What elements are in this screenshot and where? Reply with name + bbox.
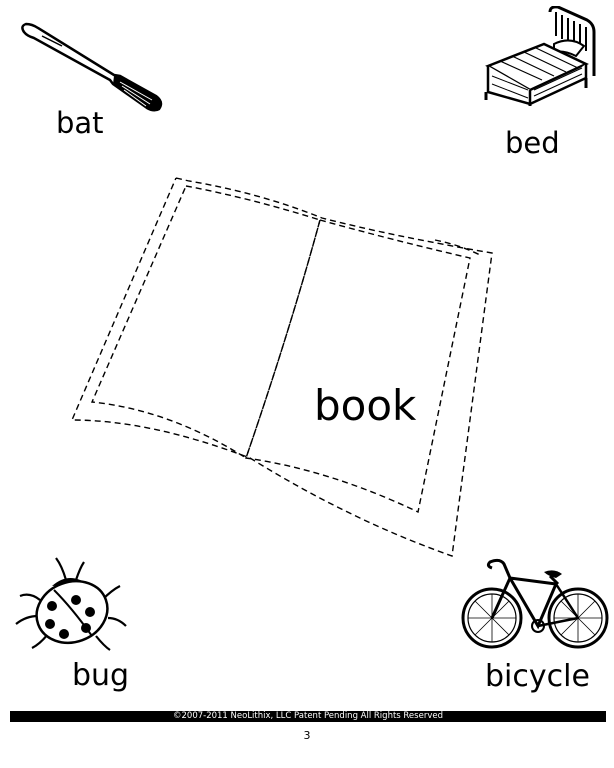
word-bug: bug [72, 658, 130, 693]
page-number: 3 [303, 729, 311, 742]
bat-image [21, 22, 163, 112]
word-bat: bat [56, 106, 104, 140]
bicycle-image [461, 558, 609, 649]
word-bicycle: bicycle [485, 659, 590, 694]
bed-image [484, 6, 596, 106]
word-book: book [314, 381, 417, 430]
ladybug-image [15, 557, 127, 651]
word-bed: bed [505, 126, 560, 160]
copyright-footer: ©2007-2011 NeoLithix, LLC Patent Pending… [10, 711, 606, 722]
